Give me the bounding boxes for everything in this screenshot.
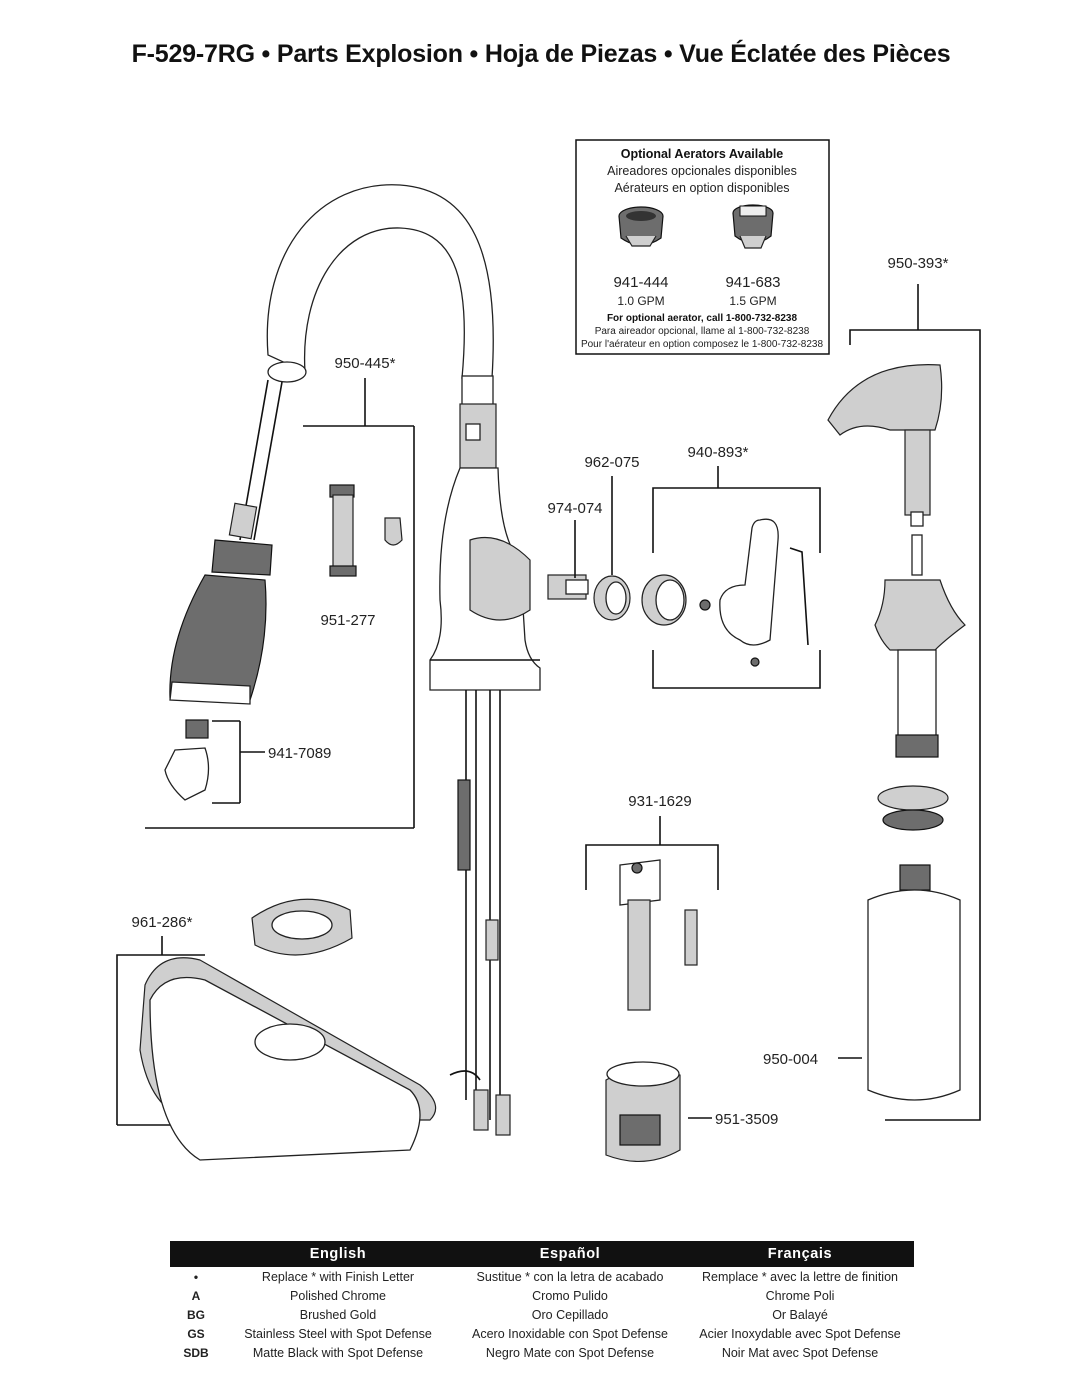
part-label-950-393: 950-393* — [888, 255, 949, 272]
legend-es: Oro Cepillado — [531, 1307, 609, 1322]
part-941-7089: 941-7089 — [164, 719, 331, 804]
legend-row: SDB Matte Black with Spot Defense Negro … — [170, 1343, 914, 1362]
part-951-3509: 951-3509 — [605, 1061, 778, 1163]
legend-code: A — [191, 1288, 201, 1303]
aerator-941-683-icon — [732, 204, 774, 249]
aerator-box-title-es: Aireadores opcionales disponibles — [607, 164, 797, 178]
legend-header-francais: Français — [686, 1241, 914, 1267]
part-label-950-445: 950-445* — [335, 355, 396, 372]
part-label-931-1629: 931-1629 — [628, 793, 691, 810]
aerator-box-title-fr: Aérateurs en option disponibles — [614, 181, 789, 195]
legend-fr: Chrome Poli — [765, 1288, 835, 1303]
legend-row: BG Brushed Gold Oro Cepillado Or Balayé — [170, 1305, 914, 1324]
part-961-286: 961-286* — [116, 898, 437, 1161]
legend-fr: Or Balayé — [772, 1307, 828, 1322]
part-label-961-286: 961-286* — [132, 914, 193, 931]
legend-header-espanol: Español — [454, 1241, 686, 1267]
aerator-box-title: Optional Aerators Available — [621, 147, 784, 161]
legend-en: Matte Black with Spot Defense — [252, 1345, 424, 1360]
legend-fr: Noir Mat avec Spot Defense — [721, 1345, 879, 1360]
legend-code: GS — [187, 1326, 205, 1341]
legend-es: Acero Inoxidable con Spot Defense — [472, 1326, 668, 1341]
part-label-951-3509: 951-3509 — [715, 1111, 778, 1128]
aerator-2-part: 941-683 — [725, 274, 780, 291]
part-label-940-893: 940-893* — [688, 444, 749, 461]
legend-row: GS Stainless Steel with Spot Defense Ace… — [170, 1324, 914, 1343]
legend-es: Sustitue * con la letra de acabado — [476, 1269, 664, 1284]
legend-en: Stainless Steel with Spot Defense — [244, 1326, 432, 1341]
part-label-941-7089: 941-7089 — [268, 745, 331, 762]
part-label-951-277: 951-277 — [320, 612, 375, 629]
part-940-893: 940-893* — [641, 444, 821, 689]
page-title: F-529-7RG • Parts Explosion • Hoja de Pi… — [131, 40, 951, 68]
callout-974-074: 974-074 — [547, 500, 603, 578]
finish-legend-table: English Español Français • Replace * wit… — [170, 1241, 914, 1362]
part-label-974-074: 974-074 — [547, 500, 602, 517]
legend-fr: Acier Inoxydable avec Spot Defense — [699, 1326, 901, 1341]
legend-code: • — [193, 1269, 199, 1284]
aerator-1-part: 941-444 — [613, 274, 668, 291]
part-950-393: 950-393* 950-004 — [763, 255, 981, 1121]
legend-en: Polished Chrome — [290, 1288, 386, 1303]
legend-header-blank — [170, 1241, 222, 1267]
faucet-body — [266, 184, 589, 1136]
legend-fr: Remplace * avec la lettre de finition — [702, 1269, 898, 1284]
optional-aerators-box: Optional Aerators Available Aireadores o… — [575, 139, 830, 355]
spray-wand — [169, 379, 283, 705]
part-931-1629: 931-1629 — [585, 793, 719, 1011]
part-label-962-075: 962-075 — [584, 454, 639, 471]
legend-es: Negro Mate con Spot Defense — [485, 1345, 655, 1360]
legend-row: • Replace * with Finish Letter Sustitue … — [170, 1267, 914, 1286]
aerator-call-en: For optional aerator, call 1-800-732-823… — [607, 313, 798, 324]
parts-explosion-diagram: Optional Aerators Available Aireadores o… — [116, 139, 981, 1163]
legend-code: BG — [187, 1307, 205, 1322]
part-label-950-004: 950-004 — [763, 1051, 818, 1068]
aerator-1-flow: 1.0 GPM — [617, 294, 664, 308]
callout-950-445: 950-445* — [145, 355, 415, 829]
legend-en: Replace * with Finish Letter — [261, 1269, 415, 1284]
aerator-941-444-icon — [618, 206, 664, 247]
legend-en: Brushed Gold — [299, 1307, 377, 1322]
part-962-075: 962-075 — [584, 454, 640, 621]
aerator-call-es: Para aireador opcional, llame al 1-800-7… — [595, 326, 810, 337]
legend-header-row: English Español Français — [170, 1241, 914, 1267]
aerator-2-flow: 1.5 GPM — [729, 294, 776, 308]
legend-code: SDB — [183, 1345, 209, 1360]
legend-header-english: English — [222, 1241, 454, 1267]
legend-row: A Polished Chrome Cromo Pulido Chrome Po… — [170, 1286, 914, 1305]
legend-es: Cromo Pulido — [532, 1288, 608, 1303]
aerator-call-fr: Pour l'aérateur en option composez le 1-… — [581, 339, 824, 350]
part-951-277: 951-277 — [320, 484, 403, 629]
